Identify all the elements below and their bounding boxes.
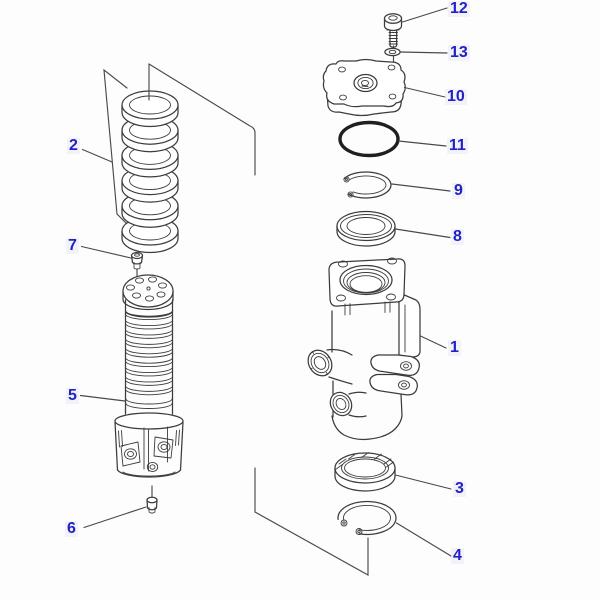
assembly-path-top [148, 63, 256, 176]
leader-12 [401, 7, 448, 23]
part-plug-bottom [146, 496, 158, 514]
callout-6: 6 [65, 520, 78, 537]
seal-hatching [335, 452, 394, 470]
leader-2 [81, 148, 113, 163]
leader-8 [394, 228, 451, 239]
callout-4: 4 [451, 547, 464, 564]
leader-11 [397, 140, 447, 147]
part-o-ring [338, 120, 400, 158]
part-seal-ring-stack [121, 90, 179, 254]
callout-3: 3 [453, 480, 466, 497]
part-plug-top [130, 251, 144, 270]
leader-13 [399, 51, 448, 54]
leader-7 [80, 245, 132, 259]
callout-13: 13 [448, 44, 470, 61]
leader-1 [419, 335, 447, 349]
part-cover [322, 58, 406, 117]
part-seal-lower [334, 452, 396, 492]
part-snap-ring-upper [343, 171, 392, 199]
part-bolt [383, 13, 403, 48]
callout-1: 1 [448, 339, 461, 356]
callout-2: 2 [67, 137, 80, 154]
callout-7: 7 [66, 237, 79, 254]
leader-3 [394, 474, 452, 490]
assembly-path-bottom [254, 467, 369, 576]
part-seal-upper [336, 210, 396, 247]
callout-5: 5 [66, 387, 79, 404]
part-snap-ring-lower [337, 500, 397, 536]
part-main-body [307, 257, 421, 441]
leader-5 [79, 394, 126, 402]
callout-10: 10 [445, 88, 467, 105]
leader-lines [79, 7, 452, 557]
part-washer [384, 47, 401, 57]
callout-11: 11 [447, 137, 468, 154]
leader-6 [83, 506, 147, 529]
callout-9: 9 [452, 182, 465, 199]
leader-9 [391, 183, 451, 192]
leader-4 [395, 522, 452, 557]
part-spool [114, 274, 184, 478]
callout-8: 8 [451, 228, 464, 245]
leader-10 [403, 86, 446, 98]
callout-12: 12 [448, 0, 470, 17]
